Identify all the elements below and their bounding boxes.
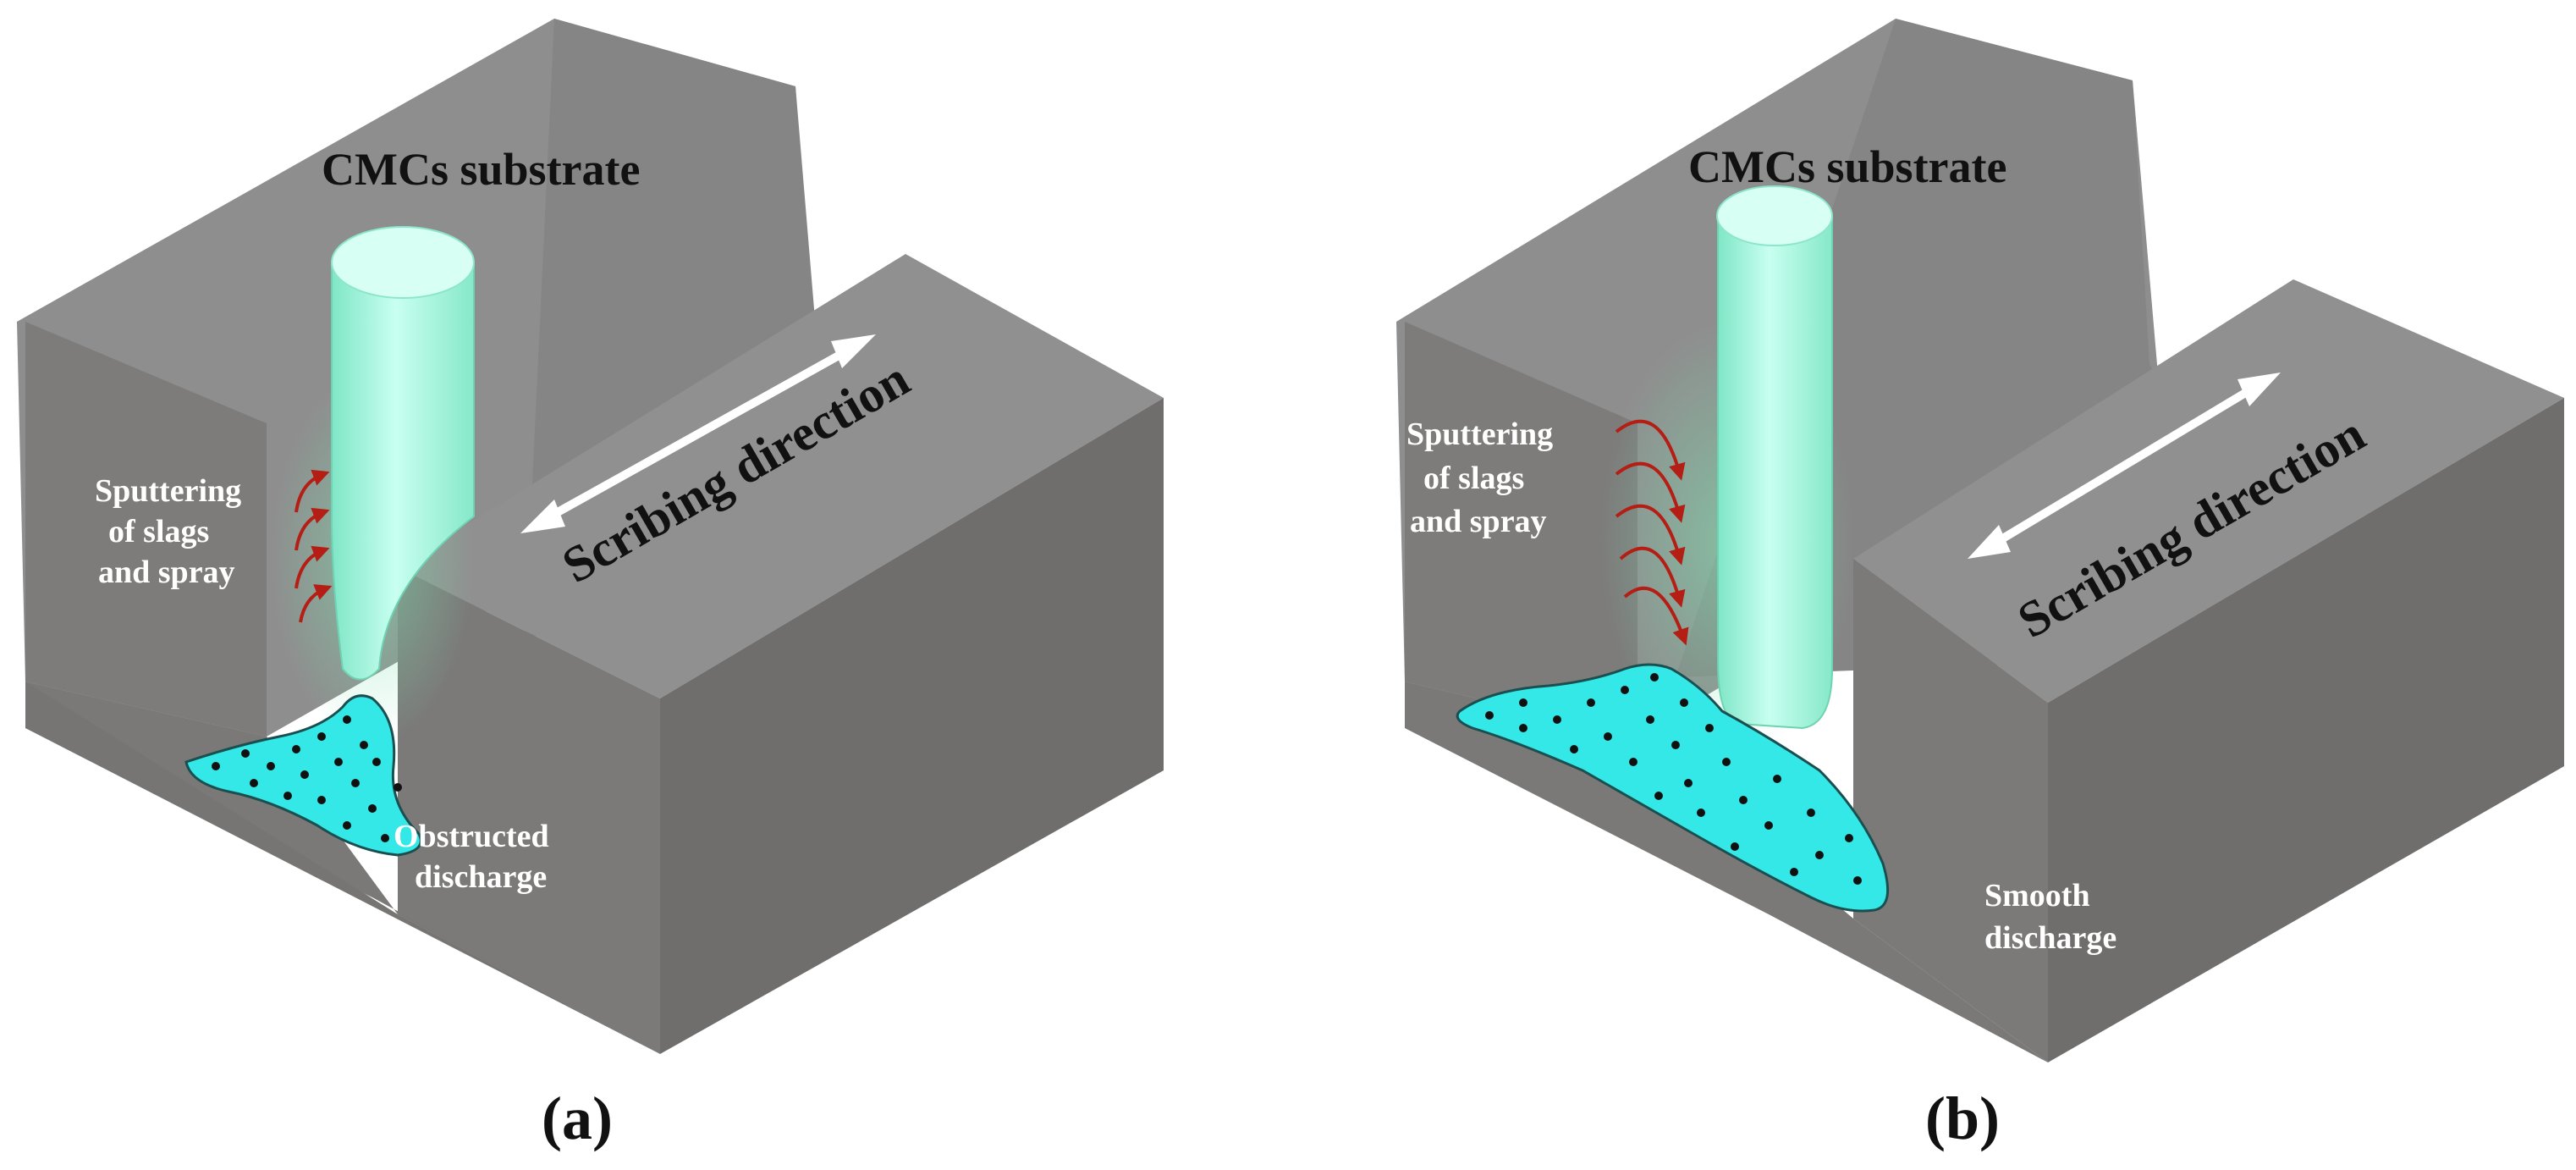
sputter-label-line-a: of slags <box>108 514 209 549</box>
sputter-label-line-b: of slags <box>1423 461 1524 496</box>
block-base-b <box>1405 682 2048 1062</box>
block-right-front-a <box>398 567 660 1054</box>
double-headed-arrow-icon <box>1995 385 2254 546</box>
block-right-side-a <box>660 398 1164 1054</box>
slag-puddle-a <box>184 694 422 857</box>
direction-arrowhead-start-a <box>520 499 565 533</box>
substrate-label-a: CMCs substrate <box>322 144 640 195</box>
direction-arrowhead-end-a <box>831 334 876 368</box>
sputter-label-line-b: and spray <box>1410 504 1547 539</box>
curved-arrow-icon <box>1615 461 1686 523</box>
curved-arrow-icon <box>294 469 330 513</box>
waterjet-b <box>1716 185 1833 730</box>
discharge-label-line-b: Smooth <box>1984 878 2090 913</box>
waterjet-a <box>331 226 475 681</box>
direction-arrow-b <box>1968 373 2281 559</box>
panel-caption-b: (b) <box>1925 1084 2000 1152</box>
direction-arrowhead-start-b <box>1968 525 2011 559</box>
sputter-label-a: Sputtering of slags and spray <box>95 473 241 590</box>
sputter-arrows-a <box>294 469 333 623</box>
slag-puddle-b <box>1456 663 1890 913</box>
curved-arrow-icon <box>299 584 333 623</box>
block-left-front-a <box>25 322 267 737</box>
block-right-top-a <box>398 254 1164 698</box>
block-base-a <box>25 682 660 1054</box>
block-left-front-b <box>1405 322 1638 737</box>
direction-arrow-a <box>520 334 876 533</box>
substrate-label-b: CMCs substrate <box>1688 141 2006 192</box>
slag-particles-b <box>1485 673 1862 885</box>
slag-puddle-shape-b <box>1456 663 1890 913</box>
discharge-label-b: Smooth discharge <box>1984 878 2116 956</box>
waterjet-column-a <box>331 262 475 681</box>
block-right-top-b <box>1853 279 2564 703</box>
waterjet-column-b <box>1717 215 1833 730</box>
curved-arrow-icon <box>1623 587 1689 646</box>
discharge-label-a: Obstructed discharge <box>394 819 549 895</box>
substrate-block-right-a <box>398 254 1164 1054</box>
panel-a: CMCs substrate Scribing direction Sputte… <box>17 19 1164 1152</box>
panel-caption-a: (a) <box>542 1084 613 1152</box>
block-right-front-b <box>1853 559 2048 1062</box>
curved-arrow-icon <box>1615 504 1686 566</box>
sputter-label-line-a: Sputtering <box>95 473 241 509</box>
waterjet-top-a <box>331 226 475 299</box>
slag-particles-a <box>212 715 402 842</box>
sputter-arrows-b <box>1615 419 1689 646</box>
curved-arrow-icon <box>1619 546 1686 608</box>
sputter-label-line-b: Sputtering <box>1406 417 1553 452</box>
direction-arrowhead-end-b <box>2237 373 2281 406</box>
discharge-label-line-a: discharge <box>415 859 547 895</box>
curved-arrow-icon <box>294 507 330 551</box>
curved-arrow-icon <box>294 545 330 589</box>
waterjet-top-b <box>1716 185 1833 246</box>
substrate-block-right-b <box>1853 279 2564 1062</box>
sputter-label-line-a: and spray <box>98 555 235 590</box>
discharge-label-line-a: Obstructed <box>394 819 549 854</box>
curved-arrow-icon <box>1615 419 1686 481</box>
sputter-label-b: Sputtering of slags and spray <box>1406 417 1553 539</box>
block-right-side-b <box>2048 398 2564 1062</box>
discharge-label-line-b: discharge <box>1984 920 2116 956</box>
double-headed-arrow-icon <box>548 347 849 521</box>
panel-b: CMCs substrate Scribing direction Sputte… <box>1396 19 2564 1152</box>
